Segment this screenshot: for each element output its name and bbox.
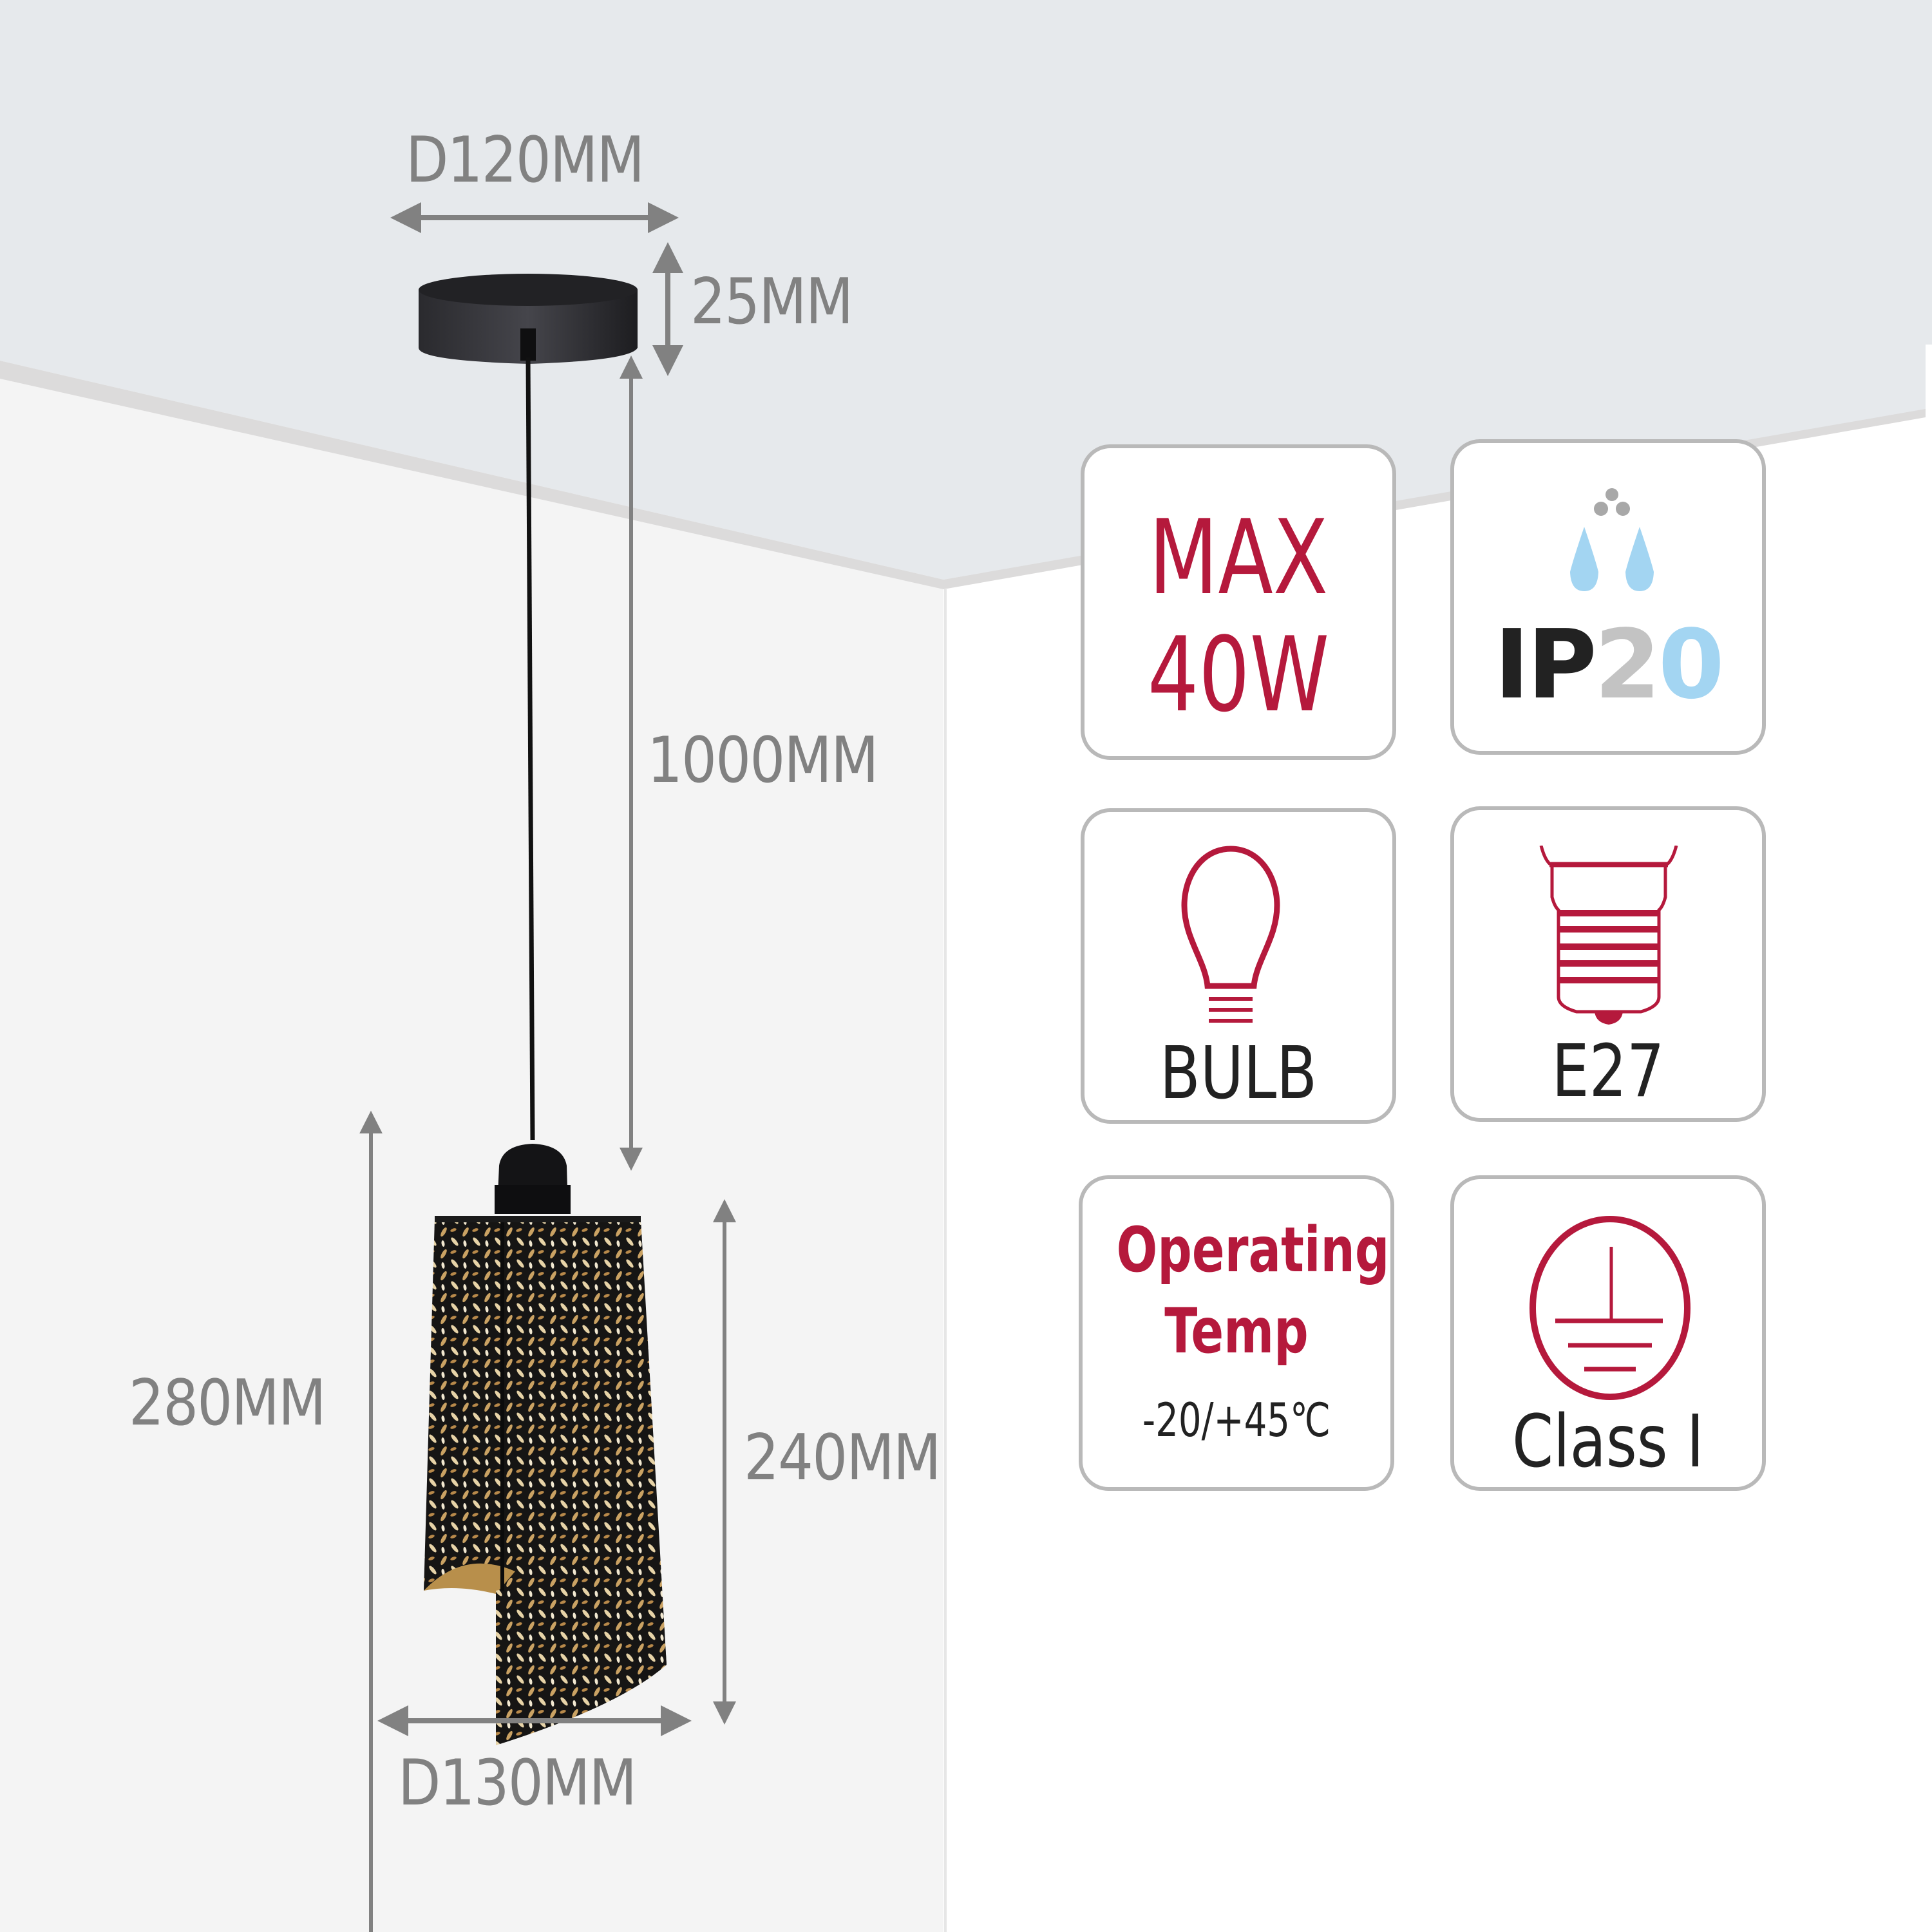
shade-height-label: 240MM <box>744 1421 941 1495</box>
bulb-icon <box>1181 846 1280 1023</box>
ip-prefix: IP <box>1494 609 1597 720</box>
cable-length-label: 1000MM <box>647 724 878 797</box>
suspension-cable <box>526 357 535 1141</box>
shade-diameter-label: D130MM <box>398 1747 637 1820</box>
ip-rating-value: IP20 <box>1454 617 1762 712</box>
spec-card-ip-rating: IP20 <box>1450 439 1766 755</box>
perforated-shade <box>424 1216 667 1745</box>
right-edge-strip <box>1926 345 1932 1932</box>
spec-card-operating-temp: Operating Temp -20/+45℃ <box>1079 1175 1394 1491</box>
water-drops-icon <box>1570 488 1654 591</box>
ceiling-canopy <box>419 274 638 364</box>
class-label: Class I <box>1512 1400 1704 1484</box>
bulb-label: BULB <box>1159 1032 1318 1115</box>
temp-label: Temp <box>1164 1295 1309 1367</box>
ceiling <box>0 0 1932 580</box>
spec-card-max-wattage: MAX 40W <box>1081 444 1396 760</box>
spec-card-class: Class I <box>1450 1175 1766 1491</box>
canopy-height-label: 25MM <box>690 265 853 339</box>
temp-range-value: -20/+45℃ <box>1142 1393 1331 1447</box>
spec-card-bulb: BULB <box>1081 808 1396 1124</box>
e27-socket-icon <box>1539 846 1678 1025</box>
base-label: E27 <box>1551 1030 1665 1113</box>
ip-digit-liquid: 0 <box>1658 609 1725 720</box>
earth-ground-icon <box>1530 1216 1690 1400</box>
lamp-holder <box>495 1144 571 1214</box>
max-label: MAX <box>1148 497 1329 618</box>
ip-digit-solid: 2 <box>1594 609 1661 720</box>
canopy-diameter-label: D120MM <box>406 124 645 197</box>
operating-label: Operating <box>1116 1214 1390 1286</box>
ceiling-edge-left <box>0 361 943 589</box>
wattage-value: 40W <box>1147 614 1330 735</box>
spec-card-base: E27 <box>1450 806 1766 1122</box>
total-height-label: 280MM <box>129 1367 326 1440</box>
left-wall <box>0 370 943 1932</box>
